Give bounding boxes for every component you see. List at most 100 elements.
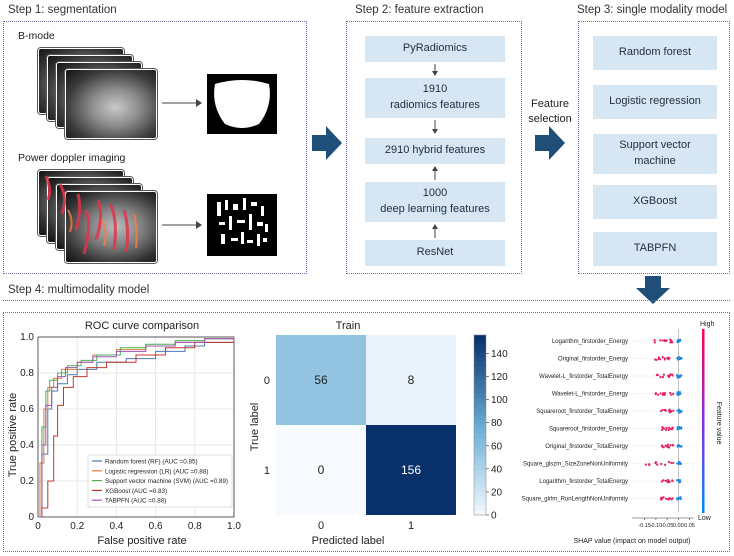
cm-cell-value: 8 <box>408 373 415 387</box>
shap-point <box>653 341 657 344</box>
shap-colorbar <box>702 329 705 513</box>
cm-colorbar-segment <box>474 492 486 498</box>
roc-ytick-label: 0.2 <box>20 476 34 487</box>
cm-colorbar-segment <box>474 501 486 507</box>
cm-ylabel: True label <box>249 403 261 452</box>
pdi-image-stack <box>38 170 158 266</box>
bmode-arrow <box>162 99 202 107</box>
shap-point <box>676 391 679 394</box>
shap-feature-label: Squareroot_firstorder_TotalEnergy <box>536 409 628 415</box>
cm-colorbar-tick-label: 100 <box>491 395 508 406</box>
shap-point <box>662 373 665 376</box>
roc-chart: ROC curve comparison False positive rate… <box>7 320 241 547</box>
shap-point <box>672 392 675 395</box>
shap-summary-chart: SHAP value (impact on model output) High… <box>522 321 722 545</box>
shap-point <box>676 373 679 377</box>
cm-colorbar-frame <box>473 334 487 516</box>
bmode-mask <box>207 74 277 134</box>
cm-xlabel: Predicted label <box>312 535 385 547</box>
roc-xtick-label: 0.6 <box>149 521 163 532</box>
shap-point <box>665 339 668 342</box>
model-xgboost: XGBoost <box>593 185 717 219</box>
step1-title: Step 1: segmentation <box>8 4 117 16</box>
shap-feature-label: Logarithm_firstorder_Energy <box>552 339 628 345</box>
shap-point <box>661 497 664 500</box>
shap-point <box>648 463 651 466</box>
roc-series-line <box>38 337 235 518</box>
shap-point <box>676 479 679 482</box>
shap-point <box>678 357 681 360</box>
roc-axes-frame <box>37 336 235 518</box>
shap-point <box>653 338 656 342</box>
roc-xtick-label: 0.8 <box>188 521 202 532</box>
shap-point <box>679 392 682 396</box>
cm-colorbar-segment <box>474 438 486 444</box>
shap-point <box>666 443 670 446</box>
shap-point <box>667 460 671 464</box>
shap-point <box>656 393 660 396</box>
roc-ytick-label: 0.4 <box>20 440 34 451</box>
shap-feature-label: Square_glrlm_RunLengthNonUniformity <box>522 497 628 503</box>
cm-colorbar-tick-label: 80 <box>491 418 503 429</box>
cm-cell <box>366 335 456 425</box>
roc-ytick-label: 0.6 <box>20 404 34 415</box>
pdi-mask <box>207 194 277 256</box>
roc-series-line <box>38 337 235 518</box>
cm-ytick-label: 0 <box>264 375 270 387</box>
shap-point <box>659 409 663 413</box>
shap-colorbar-low: Low <box>698 515 712 522</box>
cm-colorbar-segment <box>474 384 486 390</box>
cm-colorbar-segment <box>474 474 486 480</box>
shap-point <box>663 357 666 360</box>
cm-colorbar-tick-label: 120 <box>491 372 508 383</box>
shap-point <box>660 444 664 447</box>
radiomics-features-text: 1910 radiomics features <box>390 83 480 111</box>
cm-cell-value: 156 <box>401 463 421 477</box>
cm-colorbar-segment <box>474 398 486 403</box>
cm-colorbar-tick-label: 60 <box>491 441 503 452</box>
shap-point <box>661 355 664 359</box>
cm-colorbar-tick-label: 140 <box>491 349 508 360</box>
cm-colorbar-segment <box>474 335 486 340</box>
roc-legend-label: Support vector machine (SVM) (AUC =0.89) <box>105 478 228 485</box>
hybrid-features-box: 2910 hybrid features <box>365 138 505 164</box>
bmode-label: B-mode <box>18 30 55 42</box>
shap-point <box>678 497 681 500</box>
shap-xtick-label: 0.00 <box>673 523 684 529</box>
deep-learning-features-text: 1000 deep learning features <box>380 187 490 215</box>
cm-colorbar-segment <box>474 420 486 426</box>
step2-panel: PyRadiomics 1910 radiomics features 2910… <box>346 21 522 274</box>
shap-point <box>680 426 683 429</box>
shap-colorbar-label: Feature value <box>715 402 722 445</box>
shap-point <box>680 356 683 360</box>
roc-ytick-label: 0.8 <box>20 368 34 379</box>
shap-point <box>664 463 667 466</box>
shap-point <box>664 444 667 447</box>
cm-colorbar-segment <box>474 362 486 367</box>
shap-point <box>680 445 683 448</box>
roc-series-line <box>38 337 235 518</box>
cm-colorbar-segment <box>474 447 486 453</box>
pdi-arrow <box>162 221 202 229</box>
shap-point <box>671 341 674 344</box>
shap-point <box>672 461 675 465</box>
cm-colorbar-segment <box>474 510 486 516</box>
cm-colorbar-segment <box>474 443 486 448</box>
step4-title: Step 4: multimodality model <box>8 284 150 296</box>
roc-legend-box <box>87 454 233 508</box>
cm-cell <box>276 425 366 515</box>
shap-point <box>680 410 683 413</box>
model-random-forest: Random forest <box>593 36 717 70</box>
step2-title: Step 2: feature extraction <box>355 4 484 16</box>
shap-point <box>671 497 674 500</box>
shap-xtick-label: -0.10 <box>650 523 663 529</box>
cm-colorbar-segment <box>474 339 486 345</box>
roc-xtick-label: 0.2 <box>70 521 84 532</box>
shap-point <box>676 462 679 465</box>
shap-point <box>662 393 665 396</box>
roc-xtick-label: 1.0 <box>227 521 241 532</box>
shap-point <box>667 428 670 431</box>
roc-ytick-label: 0 <box>28 512 34 523</box>
cm-colorbar-segment <box>474 483 486 489</box>
